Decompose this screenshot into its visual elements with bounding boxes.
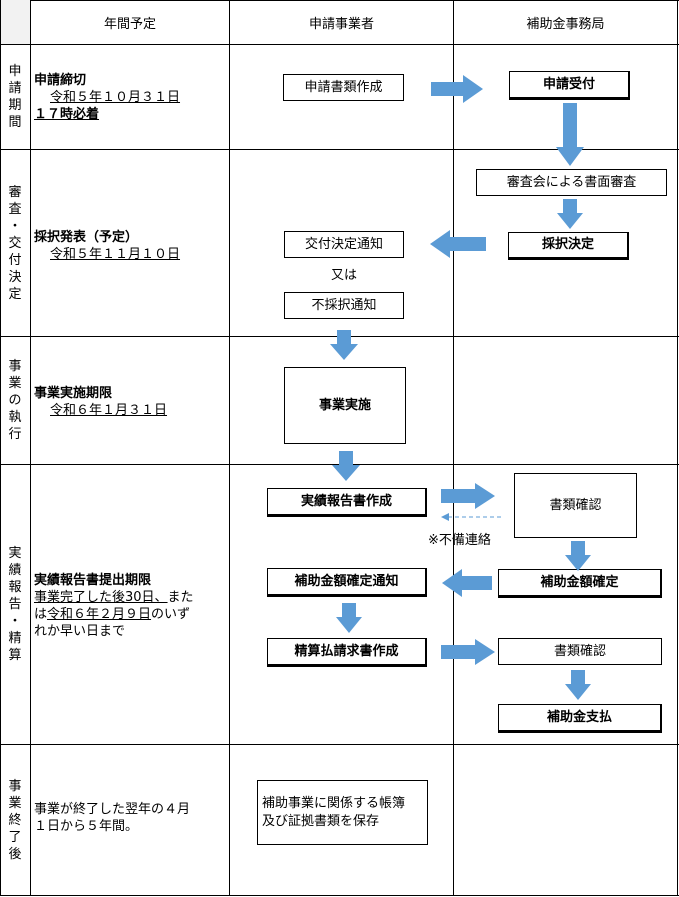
- arrow-left-notice: [430, 230, 486, 258]
- report-line-3: れか早い日まで: [34, 624, 126, 639]
- text-deficiency: ※不備連絡: [428, 533, 491, 548]
- row-divider-1: [0, 149, 679, 150]
- after-line-1: 事業が終了した翌年の４月: [34, 802, 191, 817]
- report-line-1: 事業完了した後30日、また: [34, 590, 194, 605]
- col-divider-2: [229, 0, 230, 896]
- box-implement: 事業実施: [284, 367, 406, 444]
- box-doc-check-2: 書類確認: [498, 638, 662, 665]
- after-line-2: １日から５年間。: [34, 819, 139, 834]
- box-doc-check-1: 書類確認: [514, 473, 637, 538]
- schedule-adoption: 採択発表（予定） 令和５年１１月１０日: [34, 229, 180, 263]
- deadline-date: 令和５年１０月３１日: [50, 90, 181, 105]
- phase-label-report: 実績報告・精算: [8, 546, 22, 663]
- report-line-2: は令和６年２月９日のいず: [34, 607, 191, 622]
- phase-label-review: 審査・交付決定: [8, 184, 22, 302]
- deadline-title: 申請締切: [34, 73, 87, 88]
- arrow-left-amount-notice: [442, 569, 492, 597]
- header-schedule: 年間予定: [103, 16, 156, 32]
- header-office: 補助金事務局: [526, 16, 605, 32]
- table-border-left: [0, 0, 1, 896]
- arrow-down-to-payment: [565, 670, 591, 700]
- adoption-date: 令和５年１１月１０日: [50, 247, 181, 262]
- phase-label-after: 事業終了後: [8, 778, 22, 862]
- phase-label-execution: 事業の執行: [8, 359, 22, 442]
- header-blank: [1, 0, 30, 44]
- table-border-bottom: [0, 895, 679, 896]
- arrow-right-settle: [441, 639, 495, 665]
- adoption-title: 採択発表（予定）: [34, 230, 139, 245]
- arrow-down-to-implement: [330, 330, 358, 360]
- box-grant-notice: 交付決定通知: [284, 231, 404, 258]
- header-applicant: 申請事業者: [308, 16, 374, 32]
- box-retain-docs: 補助事業に関係する帳簿 及び証拠書類を保存: [257, 780, 428, 845]
- box-payment: 補助金支払: [498, 704, 662, 733]
- arrow-right-submit-report: [441, 483, 495, 509]
- execution-title: 事業実施期限: [34, 386, 113, 401]
- col-divider-1: [30, 0, 31, 896]
- row-divider-4: [0, 744, 679, 745]
- retain-line-2: 及び証拠書類を保存: [262, 813, 380, 829]
- row-divider-header: [0, 44, 679, 45]
- schedule-report: 実績報告書提出期限 事業完了した後30日、また は令和６年２月９日のいず れか早…: [34, 572, 226, 640]
- deadline-time: １７時必着: [34, 107, 100, 122]
- arrow-down-to-report: [332, 451, 360, 481]
- arrow-deficiency-return: [441, 513, 501, 521]
- arrow-down-to-amount-fixed: [565, 541, 591, 571]
- schedule-after: 事業が終了した翌年の４月 １日から５年間。: [34, 801, 190, 835]
- table-border-top: [0, 0, 679, 1]
- schedule-execution: 事業実施期限 令和６年１月３１日: [34, 385, 167, 419]
- box-decision: 採択決定: [508, 232, 629, 260]
- box-prepare-docs: 申請書類作成: [283, 74, 404, 101]
- schedule-deadline: 申請締切 令和５年１０月３１日 １７時必着: [34, 72, 180, 123]
- arrow-down-to-decision: [557, 199, 583, 229]
- execution-date: 令和６年１月３１日: [50, 403, 168, 418]
- text-or: 又は: [331, 268, 358, 283]
- box-reject-notice: 不採択通知: [284, 292, 404, 319]
- table-border-right: [677, 0, 678, 896]
- box-accept: 申請受付: [509, 71, 630, 100]
- arrow-down-to-settle: [336, 603, 362, 633]
- arrow-down-to-review: [556, 103, 584, 166]
- box-amount-fixed: 補助金額確定: [498, 569, 662, 598]
- arrow-right-submit: [431, 75, 483, 103]
- box-review: 審査会による書面審査: [476, 169, 667, 196]
- box-settle-request: 精算払請求書作成: [267, 638, 427, 667]
- phase-label-application: 申請期間: [8, 64, 22, 130]
- box-amount-notice: 補助金額確定通知: [267, 568, 427, 597]
- report-title: 実績報告書提出期限: [34, 573, 152, 588]
- retain-line-1: 補助事業に関係する帳簿: [262, 795, 406, 811]
- col-divider-3: [453, 0, 454, 896]
- box-report-create: 実績報告書作成: [267, 488, 427, 517]
